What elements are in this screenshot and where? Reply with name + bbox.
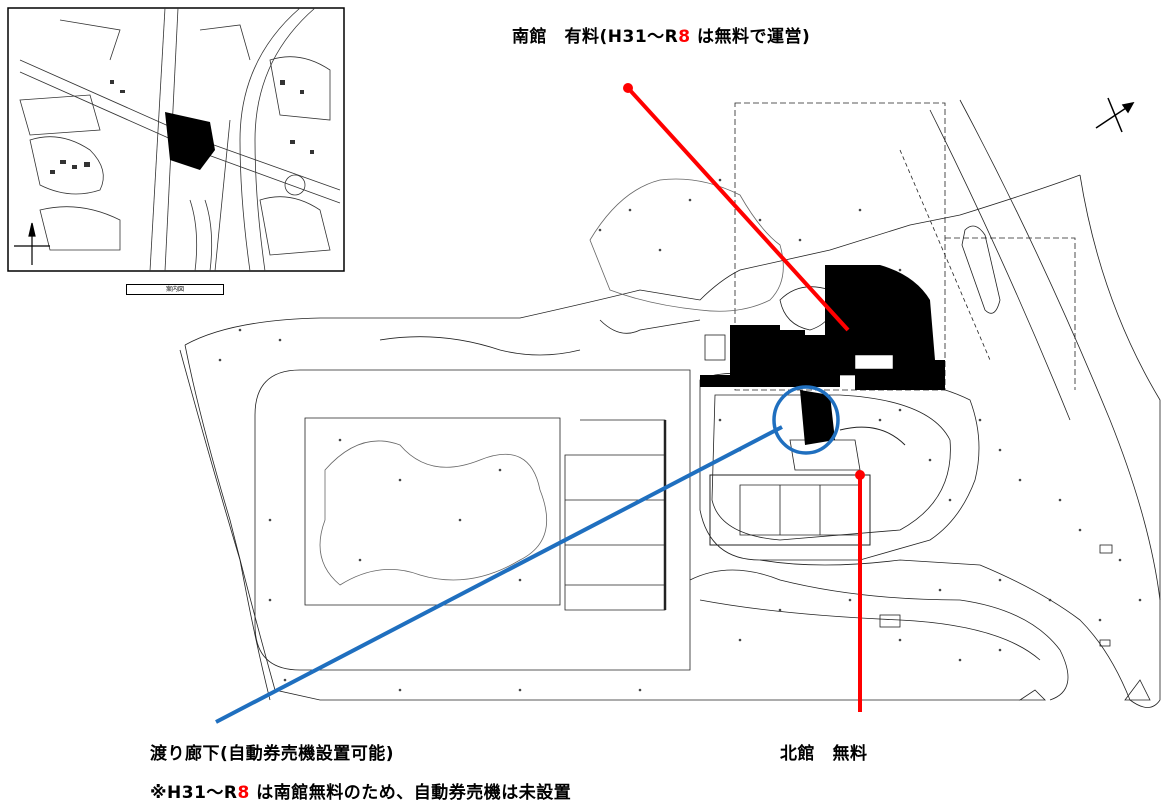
inset-north-arrow-icon [14, 222, 50, 265]
south-building-label: 南館 有料(H31～R8 は無料で運営) [512, 22, 810, 47]
ticket-machine-note: ※H31～R8 は南館無料のため、自動券売機は未設置 [150, 778, 571, 803]
bridge-label: 渡り廊下(自動券売機設置可能) [150, 744, 395, 764]
inset-location-map [7, 7, 345, 272]
south-building-pointer [623, 83, 850, 332]
inset-map-caption: 案内図 [126, 284, 224, 295]
inset-site-highlight [165, 112, 215, 170]
note-highlight: 8 [237, 783, 250, 803]
south-label-suffix: は無料で運営) [690, 27, 811, 47]
north-arrow-icon [1095, 97, 1135, 133]
note-suffix: は南館無料のため、自動券売機は未設置 [249, 783, 572, 803]
north-building-pointer [855, 470, 865, 712]
bridge-pointer [215, 385, 840, 724]
south-label-highlight: 8 [678, 27, 691, 47]
north-building-label: 北館 無料 [780, 744, 868, 764]
tree-markers [218, 178, 1142, 692]
south-label-prefix: 南館 有料(H31～R [512, 27, 679, 47]
note-prefix: ※H31～R [150, 783, 238, 803]
south-building [700, 265, 945, 445]
